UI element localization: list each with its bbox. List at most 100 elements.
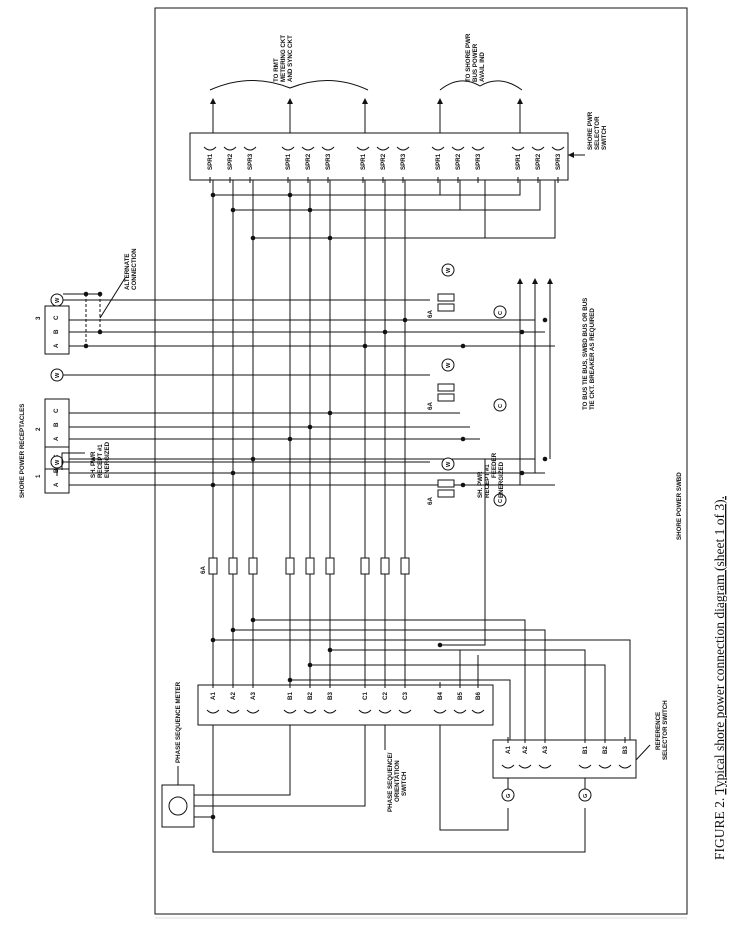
shore-power-swbd-label: SHORE POWER SWBD	[676, 472, 683, 540]
phase-contact-arc	[358, 709, 372, 714]
phase-contact-arc	[471, 709, 485, 714]
selector-contact-arc	[281, 146, 295, 151]
selector-contact-label: SPR1	[207, 153, 214, 170]
feeder-note-line-3: FEEDER	[491, 452, 498, 478]
receptacle-3-pin-c: C	[53, 315, 60, 320]
reference-contact-arc	[538, 764, 552, 769]
receptacle-3-pin-a: A	[53, 343, 60, 348]
phase-contact-label: C2	[382, 692, 389, 700]
selector-contact-arc	[376, 146, 390, 151]
vertical-feeds	[212, 180, 406, 690]
phase-contact-arc	[323, 709, 337, 714]
phase-contact-arc	[378, 709, 392, 714]
feeder-note-line-2: RECEPT #1	[484, 464, 491, 498]
meter-wiring	[194, 725, 586, 853]
receptacle-1-pin-a: A	[53, 482, 60, 487]
phase-contact-label: B1	[287, 692, 294, 700]
reference-contact-arc	[518, 764, 532, 769]
w-indicator-1: W	[55, 459, 61, 465]
selector-switch-label-3: SWITCH	[601, 125, 608, 150]
selector-switch-label-2: SELECTOR	[594, 116, 601, 150]
feeder-breakers: W 6A C W 6A C W 6A C SH. PWR RECEPT #1 F…	[427, 263, 507, 507]
selector-contact-label: SPR2	[535, 153, 542, 170]
phase-contact-arc	[303, 709, 317, 714]
phase-contact-label: C1	[362, 692, 369, 700]
recept-energized-note: SH. PWR RECEPT #1 ENERGIZED	[56, 441, 111, 478]
reference-contact-label: A3	[542, 746, 549, 754]
reference-contact-arc	[501, 764, 515, 769]
phase-contact-arc	[246, 709, 260, 714]
phase-contact-arc	[206, 709, 220, 714]
phase-contact-label: B6	[475, 692, 482, 700]
phase-contact-label: C3	[402, 692, 409, 700]
to-shore-line-1: TO SHORE PWR	[465, 33, 472, 82]
selector-contact-arc	[223, 146, 237, 151]
selector-contact-arc	[431, 146, 445, 151]
phase-contact-label: A3	[250, 692, 257, 700]
recept-energized-line-2: RECEPT #1	[97, 444, 104, 478]
phase-contact-label: B5	[457, 692, 464, 700]
caption-text: Typical shore power connection diagram (…	[712, 496, 727, 795]
bus-tie-note-line-1: TO BUS TIE BUS, SWBD BUS OR BUS	[582, 298, 589, 410]
w-indicator-2: W	[55, 372, 61, 378]
phase-contact-arc	[226, 709, 240, 714]
to-shore-line-3: AVAIL IND	[479, 52, 486, 82]
reference-contact-label: B1	[582, 746, 589, 754]
receptacle-1-number: 1	[35, 474, 42, 478]
receptacles-title: SHORE POWER RECEPTACLES	[19, 404, 26, 498]
selector-contact-label: SPR3	[400, 153, 407, 170]
receptacle-3-pin-b: B	[53, 329, 60, 334]
phase-contact-arc	[453, 709, 467, 714]
breaker-2-c: C	[498, 404, 504, 408]
selector-contact-arc	[203, 146, 217, 151]
switchboard-boundary	[154, 7, 688, 915]
receptacle-3: 3 A B C	[35, 305, 70, 355]
receptacle-2-pin-c: C	[53, 408, 60, 413]
alternate-connection: ALTERNATE CONNECTION	[83, 248, 138, 349]
reference-selector-label-1: REFERENCE	[655, 712, 662, 750]
reference-contact-arc	[578, 764, 592, 769]
g-indicator-2: G	[583, 794, 589, 798]
selector-contact-arc	[471, 146, 485, 151]
junction-dots	[210, 192, 548, 683]
receptacle-2-pin-a: A	[53, 436, 60, 441]
selector-contact-label: SPR1	[360, 153, 367, 170]
receptacle-3-number: 3	[35, 316, 42, 320]
selector-contact-label: SPR1	[285, 153, 292, 170]
phase-contact-arc	[433, 709, 447, 714]
receptacle-indicators: W W W	[50, 293, 64, 469]
bus-tie-outputs: TO BUS TIE BUS, SWBD BUS OR BUS TIE CKT.…	[517, 278, 596, 485]
selector-contact-arc	[301, 146, 315, 151]
selector-contact-arc	[356, 146, 370, 151]
feeder-note-line-4: ENERGIZED	[498, 461, 505, 498]
selector-contact-arc	[531, 146, 545, 151]
to-rmt-line-3: AND SYNC CKT	[287, 35, 294, 82]
reference-contact-arc	[618, 764, 632, 769]
selector-contact-label: SPR2	[380, 153, 387, 170]
breaker-1-c: C	[498, 499, 504, 503]
phase-contact-label: A1	[210, 692, 217, 700]
breaker-3-w: W	[446, 267, 452, 273]
breaker-2-fuse-label: 6A	[427, 402, 434, 410]
alternate-connection-label-2: CONNECTION	[131, 248, 138, 290]
breaker-1-fuse-label: 6A	[427, 497, 434, 505]
phase-contact-arc	[283, 709, 297, 714]
phase-contact-label: B3	[327, 692, 334, 700]
receptacle-2-number: 2	[35, 427, 42, 431]
to-rmt-line-1: TO RMT	[273, 58, 280, 82]
selector-contact-label: SPR2	[305, 153, 312, 170]
feeder-note-line-1: SH. PWR	[477, 471, 484, 498]
selector-crossovers	[213, 180, 556, 239]
fuse-row: 6A	[200, 557, 410, 575]
selector-switch-label-1: SHORE PWR	[587, 111, 594, 150]
recept-energized-line-3: ENERGIZED	[104, 441, 111, 478]
to-shore-line-2: BUS POWER	[472, 43, 479, 82]
selector-contact-label: SPR1	[435, 153, 442, 170]
selector-contact-arc	[451, 146, 465, 151]
caption-prefix: FIGURE 2.	[712, 795, 727, 860]
